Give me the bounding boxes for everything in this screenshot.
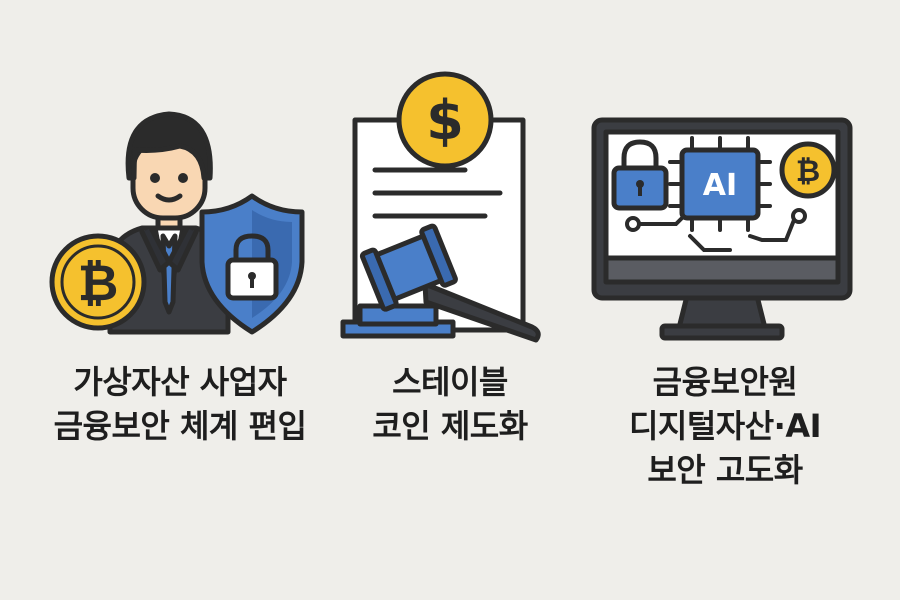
caption-line: 보안 고도화 bbox=[647, 451, 803, 489]
bitcoin-symbol: ₿ bbox=[796, 154, 820, 189]
caption-fsi: 금융보안원 디지털자산·AI 보안 고도화 bbox=[580, 360, 870, 492]
dollar-symbol: $ bbox=[426, 89, 464, 152]
stablecoin-illustration: $ bbox=[340, 71, 541, 343]
caption-line: 가상자산 사업자 bbox=[73, 363, 287, 401]
bitcoin-coin-icon: ₿ bbox=[779, 141, 837, 199]
caption-line: 금융보안 체계 편입 bbox=[53, 407, 307, 445]
panel-fsi: AI ₿ 금융보안원 디지털자산·AI 보안 고도화 bbox=[580, 0, 870, 600]
security-shield-lock-icon bbox=[199, 193, 305, 335]
bitcoin-coin-icon: ₿ bbox=[49, 233, 147, 331]
fsi-illustration: AI ₿ bbox=[591, 117, 853, 341]
ai-chip-icon: AI bbox=[668, 136, 772, 232]
caption-line: 금융보안원 bbox=[652, 363, 798, 401]
ai-chip-label: AI bbox=[703, 168, 737, 203]
caption-stablecoin: 스테이블 코인 제도화 bbox=[320, 360, 580, 448]
caption-line: 코인 제도화 bbox=[372, 407, 528, 445]
vasp-illustration: ₿ bbox=[49, 111, 305, 335]
caption-line: 스테이블 bbox=[392, 363, 508, 401]
caption-line: 디지털자산·AI bbox=[628, 407, 822, 445]
padlock-icon bbox=[611, 139, 669, 211]
dollar-coin-icon: $ bbox=[396, 71, 494, 169]
panel-vasp: ₿ 가상자산 사업자 금융보안 체계 편입 bbox=[30, 0, 330, 600]
panel-stablecoin: $ 스테이블 코인 제도화 bbox=[320, 0, 580, 600]
bitcoin-symbol: ₿ bbox=[78, 254, 119, 312]
caption-vasp: 가상자산 사업자 금융보안 체계 편입 bbox=[30, 360, 330, 448]
judge-gavel-icon bbox=[340, 223, 541, 343]
